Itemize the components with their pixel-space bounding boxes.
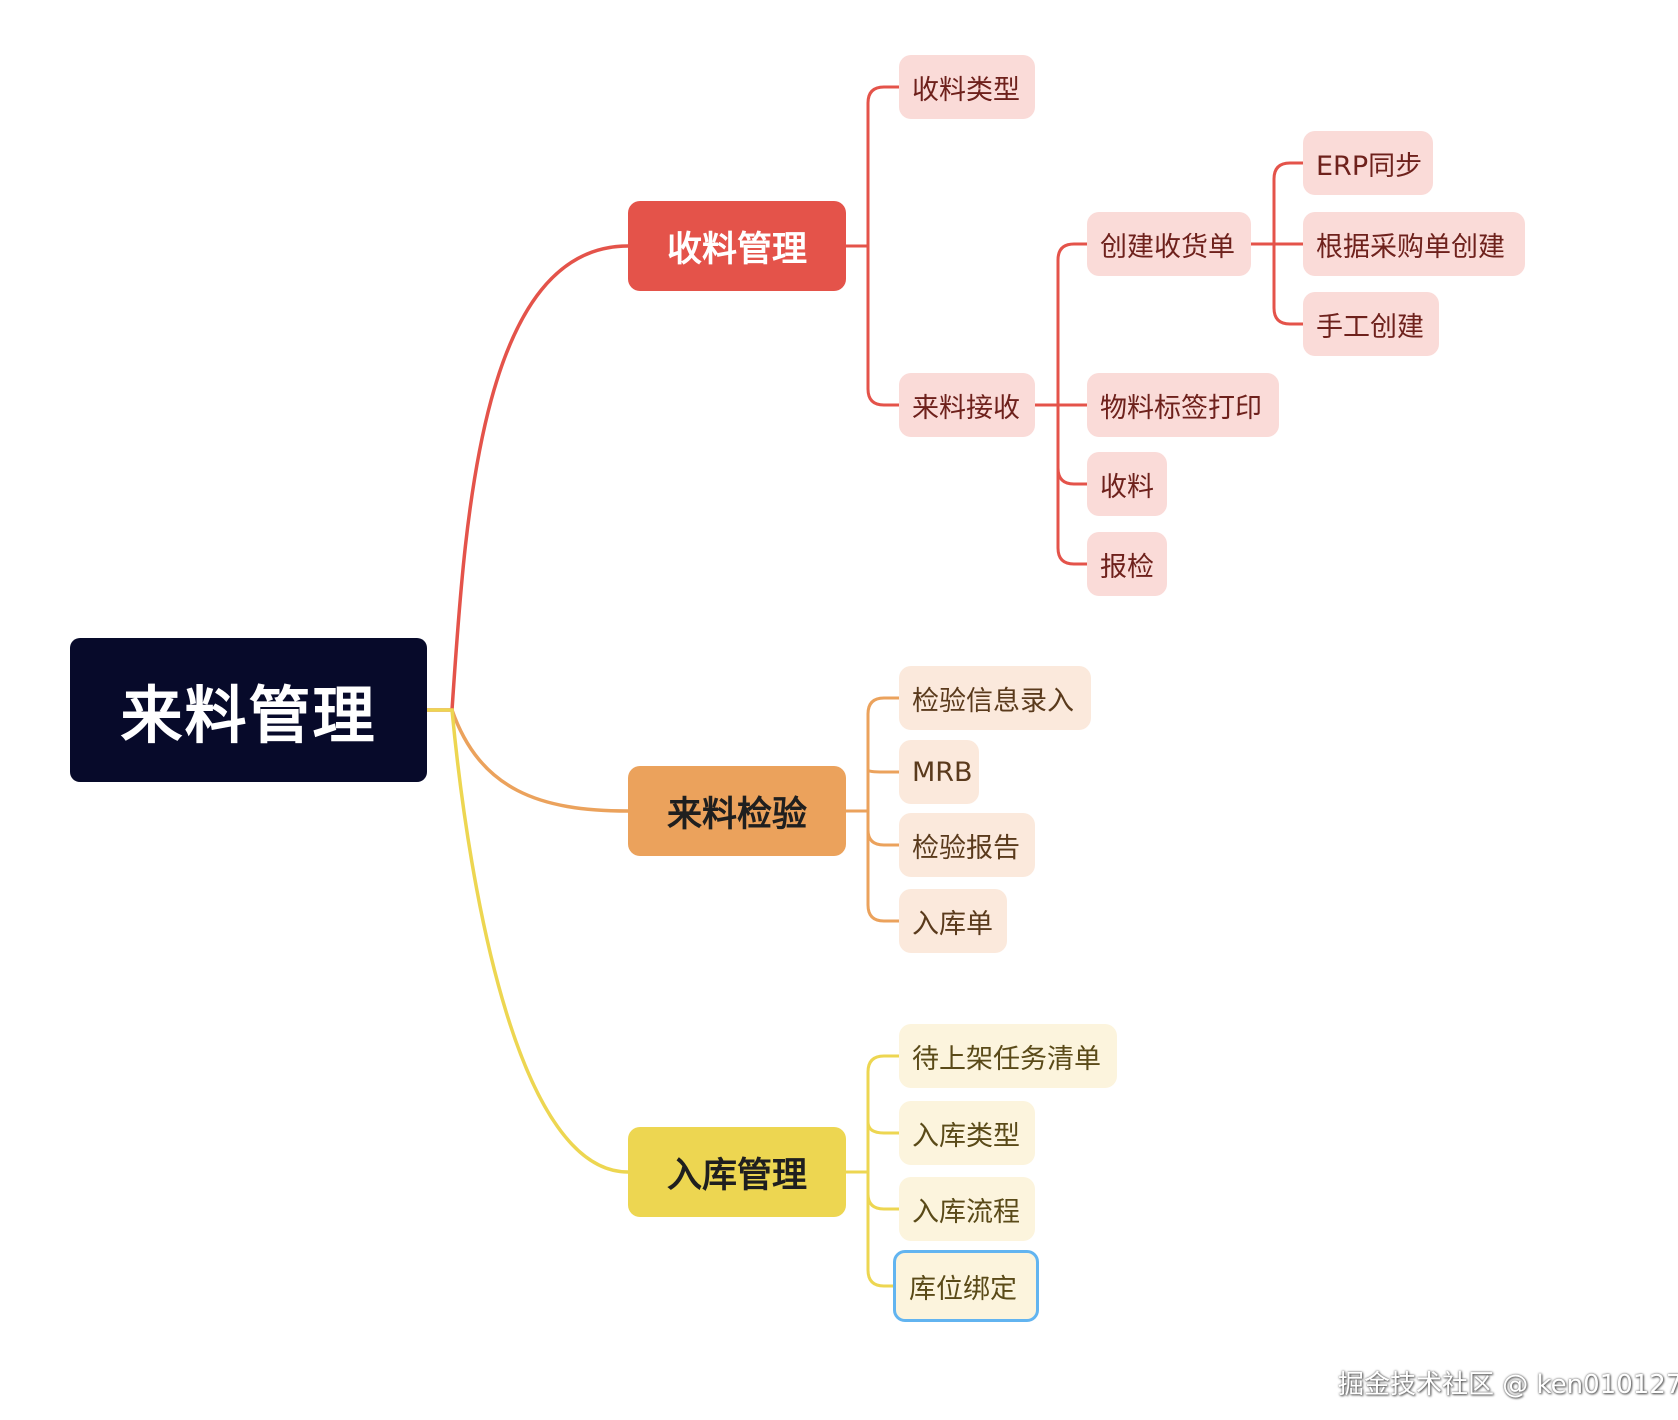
node-warehouse-receipt[interactable]: 入库单: [899, 889, 1007, 953]
connector-root-warehousing: [427, 708, 629, 1174]
node-create-from-po[interactable]: 根据采购单创建: [1303, 212, 1525, 276]
node-warehousing-type[interactable]: 入库类型: [899, 1101, 1035, 1165]
connector-inspection-report: [866, 829, 899, 847]
connector-warehousing-flow: [866, 1193, 899, 1211]
root-node[interactable]: 来料管理: [70, 638, 427, 782]
connector-intake-receive: [1056, 467, 1087, 486]
node-inspection-report[interactable]: 检验报告: [899, 813, 1035, 877]
node-receiving-type[interactable]: 收料类型: [899, 55, 1035, 119]
node-bin-binding[interactable]: 库位绑定: [893, 1250, 1039, 1322]
node-erp-sync[interactable]: ERP同步: [1303, 131, 1433, 195]
watermark: 掘金技术社区 @ ken010127: [1338, 1370, 1678, 1400]
branch-warehousing-management[interactable]: 入库管理: [628, 1127, 846, 1217]
branch-receiving-management[interactable]: 收料管理: [628, 201, 846, 291]
node-manual-create[interactable]: 手工创建: [1303, 292, 1439, 356]
node-label-print[interactable]: 物料标签打印: [1087, 373, 1279, 437]
node-inspection-request[interactable]: 报检: [1087, 532, 1167, 596]
node-material-intake[interactable]: 来料接收: [899, 373, 1035, 437]
node-receive[interactable]: 收料: [1087, 452, 1167, 516]
branch-incoming-inspection[interactable]: 来料检验: [628, 766, 846, 856]
node-create-receipt[interactable]: 创建收货单: [1087, 212, 1251, 276]
connector-inspection-mrb: [866, 769, 899, 774]
node-mrb[interactable]: MRB: [899, 740, 979, 804]
node-putaway-task-list[interactable]: 待上架任务清单: [899, 1024, 1117, 1088]
node-warehousing-flow[interactable]: 入库流程: [899, 1177, 1035, 1241]
connector-warehousing-bracket: [866, 1054, 899, 1288]
connector-warehousing-type: [866, 1121, 899, 1135]
connector-inspection-bracket: [866, 696, 899, 923]
connector-root-inspection: [450, 709, 629, 813]
connector-receiving-bracket: [866, 85, 899, 407]
connector-root-receiving: [427, 244, 629, 712]
node-inspection-entry[interactable]: 检验信息录入: [899, 666, 1091, 730]
